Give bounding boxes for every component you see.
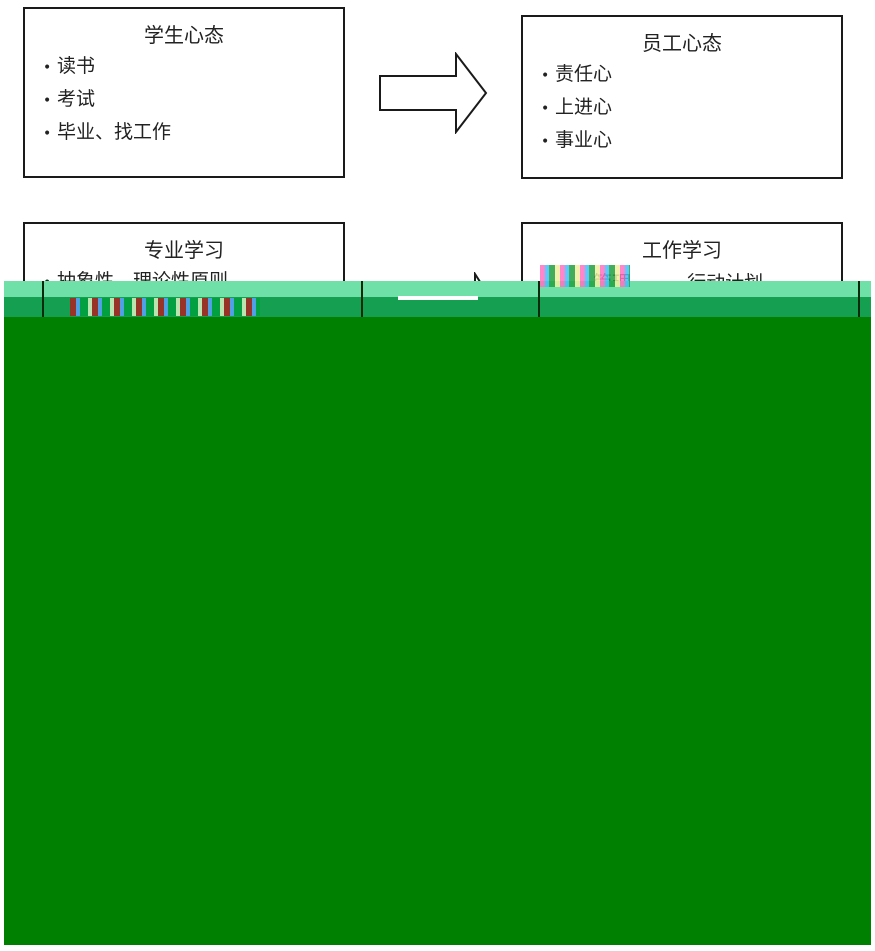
employee-mindset-box: 员工心态 •责任心 •上进心 •事业心 — [521, 15, 843, 179]
list-item: •事业心 — [541, 125, 841, 158]
bullet-icon: • — [541, 68, 550, 84]
glitch-fragment-left — [70, 298, 260, 316]
list-item: •考试 — [43, 84, 343, 117]
student-mindset-title: 学生心态 — [144, 23, 224, 47]
green-overlay — [4, 281, 871, 945]
bullet-icon: • — [43, 93, 52, 109]
bullet-icon: • — [541, 134, 550, 150]
student-mindset-box: 学生心态 •读书 •考试 •毕业、找工作 — [23, 7, 345, 178]
list-item: •责任心 — [541, 59, 841, 92]
overlay-seam — [858, 281, 860, 317]
list-item: •毕业、找工作 — [43, 117, 343, 150]
bullet-icon: • — [541, 101, 550, 117]
employee-mindset-title: 员工心态 — [642, 31, 722, 55]
student-mindset-list: •读书 •考试 •毕业、找工作 — [25, 51, 343, 150]
bullet-icon: • — [43, 60, 52, 76]
glitch-fragment-right — [540, 265, 630, 287]
list-item: •读书 — [43, 51, 343, 84]
list-item: •上进心 — [541, 92, 841, 125]
employee-mindset-list: •责任心 •上进心 •事业心 — [523, 59, 841, 158]
professional-study-title: 专业学习 — [144, 238, 224, 262]
arrow-fragment — [398, 296, 478, 300]
overlay-band-top — [4, 281, 871, 297]
overlay-seam — [361, 281, 363, 317]
overlay-seam — [538, 281, 540, 317]
work-study-title: 工作学习 — [642, 238, 722, 262]
bullet-icon: • — [43, 126, 52, 142]
right-arrow-icon — [379, 52, 488, 134]
overlay-seam — [42, 281, 44, 317]
